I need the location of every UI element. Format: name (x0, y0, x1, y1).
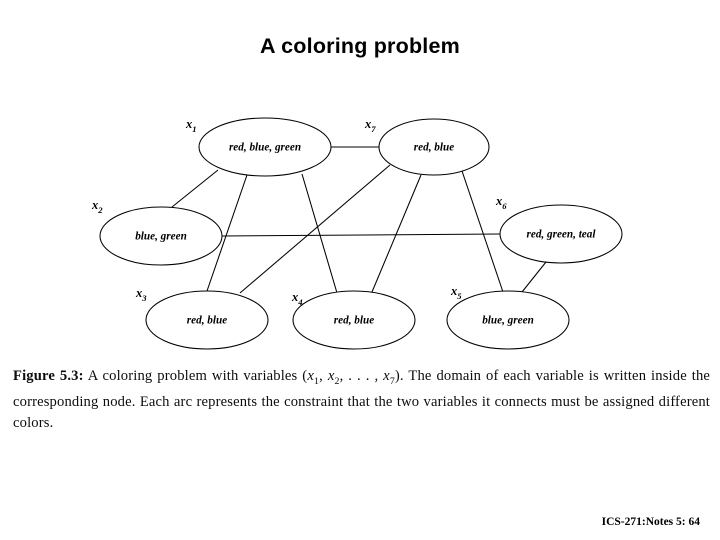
graph-edge-x6-x5 (521, 261, 547, 293)
node-variable-subscript-x5: 5 (457, 291, 462, 301)
node-domain-label-x2: blue, green (135, 231, 187, 243)
graph-node-x1[interactable]: red, blue, green x1 (185, 117, 332, 177)
node-domain-label-x4: red, blue (334, 315, 374, 327)
node-domain-label-x3: red, blue (187, 315, 227, 327)
node-variable-tag-x7: x7 (364, 117, 376, 134)
node-variable-subscript-x3: 3 (141, 293, 147, 303)
coloring-graph-figure: red, blue, green x1 blue, green x2 red, blue… (0, 92, 720, 362)
node-ellipse-x6 (499, 204, 623, 264)
graph-node-x5[interactable]: blue, green x5 (446, 284, 570, 350)
node-variable-tag-x1: x1 (185, 117, 197, 134)
graph-nodes: red, blue, green x1 blue, green x2 red, blue… (91, 117, 623, 350)
caption-var-x1: x1 (307, 368, 320, 387)
node-ellipse-x2 (99, 206, 223, 266)
node-ellipse-x5 (446, 290, 570, 350)
caption-figure-number: Figure 5.3: (13, 368, 84, 384)
graph-edge-x7-x3 (239, 164, 391, 294)
graph-edges (171, 146, 547, 294)
node-domain-label-x5: blue, green (482, 315, 534, 327)
node-variable-subscript-x6: 6 (502, 201, 507, 211)
node-domain-label-x7: red, blue (414, 142, 454, 154)
graph-edge-x2-x6 (221, 233, 501, 237)
caption-var-x2: x2 (327, 368, 340, 387)
slide-footer: ICS-271:Notes 5: 64 (601, 516, 700, 528)
node-variable-subscript-x1: 1 (192, 124, 196, 134)
node-ellipse-x3 (145, 290, 269, 350)
graph-node-x3[interactable]: red, blue x3 (135, 286, 269, 350)
caption-var-x7: x7 (383, 368, 395, 387)
node-variable-tag-x3: x3 (135, 286, 147, 303)
graph-edge-x1-x4 (301, 173, 338, 294)
graph-node-x4[interactable]: red, blue x4 (291, 290, 416, 350)
graph-edge-x7-x5 (461, 170, 504, 293)
node-variable-tag-x2: x2 (91, 198, 103, 215)
page-title: A coloring problem (260, 34, 460, 58)
graph-node-x6[interactable]: red, green, teal x6 (495, 194, 623, 264)
figure-caption: Figure 5.3: A coloring problem with vari… (13, 368, 711, 431)
node-variable-subscript-x7: 7 (371, 124, 376, 134)
graph-edge-x7-x4 (371, 174, 422, 293)
node-ellipse-x1 (198, 117, 332, 177)
graph-edge-x1-x3 (206, 174, 248, 292)
caption-text-tail: ). The domain of each variable is writte… (13, 368, 711, 431)
graph-node-x2[interactable]: blue, green x2 (91, 198, 223, 266)
graph-node-x7[interactable]: red, blue x7 (364, 117, 490, 176)
graph-edge-x1-x2 (171, 169, 219, 208)
node-variable-subscript-x2: 2 (97, 205, 103, 215)
node-ellipse-x7 (378, 118, 490, 176)
caption-text-lead: A coloring problem with variables ( (83, 368, 308, 384)
node-variable-tag-x6: x6 (495, 194, 507, 211)
node-variable-subscript-x4: 4 (297, 297, 303, 307)
constraint-graph-svg: red, blue, green x1 blue, green x2 red, blue… (91, 117, 623, 350)
node-domain-label-x6: red, green, teal (527, 229, 597, 241)
node-domain-label-x1: red, blue, green (229, 142, 301, 154)
node-variable-tag-x5: x5 (450, 284, 462, 301)
node-ellipse-x4 (292, 290, 416, 350)
node-variable-tag-x4: x4 (291, 290, 303, 307)
